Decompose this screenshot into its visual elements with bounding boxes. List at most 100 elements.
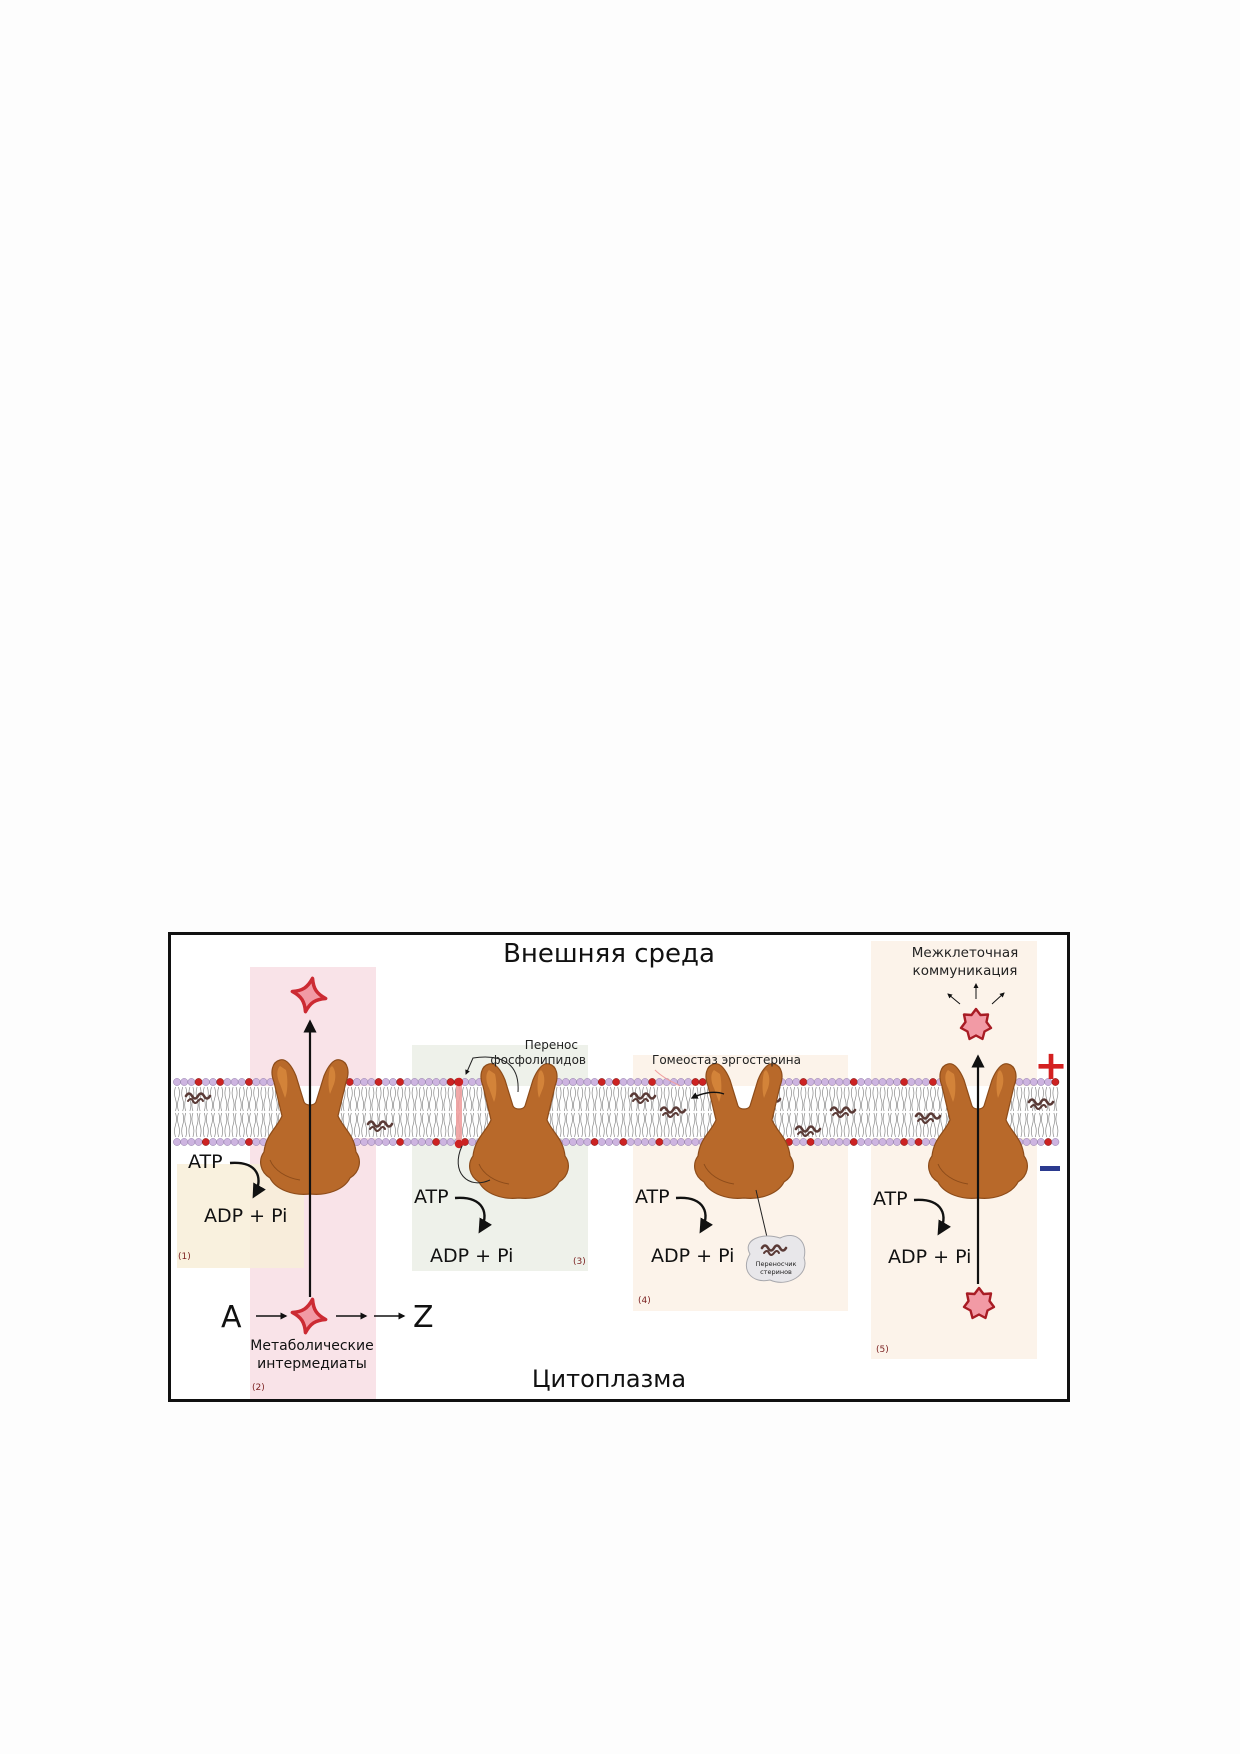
lipid-head xyxy=(849,1078,858,1086)
sterol-carrier-line1: Переносчик xyxy=(756,1260,797,1268)
lipid-head xyxy=(468,1138,477,1146)
lipid-head xyxy=(835,1138,844,1146)
lipid-head xyxy=(929,1078,937,1086)
lipid-head xyxy=(813,1138,822,1146)
ergosterol-arrow xyxy=(690,1091,725,1099)
lipid-head xyxy=(446,1138,455,1146)
lipid-head xyxy=(230,1078,239,1086)
lipid-head xyxy=(885,1138,894,1146)
lipid-head xyxy=(245,1138,253,1146)
panel-5-number: (5) xyxy=(876,1345,889,1355)
lipid-head xyxy=(173,1078,181,1086)
lipid-head xyxy=(381,1138,390,1146)
lipid-head xyxy=(446,1078,455,1086)
lipid-head xyxy=(209,1078,217,1086)
lipid-head xyxy=(821,1138,829,1146)
lipid-head xyxy=(381,1078,390,1086)
lipid-head xyxy=(569,1078,577,1086)
lipid-head xyxy=(1051,1138,1060,1146)
lipid-head xyxy=(626,1138,635,1146)
lipid-head xyxy=(201,1078,210,1086)
abc-transporter-diagram: Внешняя среда Цитоплазма + − ATP ADP + P… xyxy=(168,932,1070,1402)
lipid-head xyxy=(252,1078,261,1086)
panel-4-number: (4) xyxy=(638,1296,651,1306)
lipid-head xyxy=(353,1078,361,1086)
lipid-head xyxy=(432,1138,441,1146)
adp-label-4: ADP + Pi xyxy=(651,1245,734,1267)
lipid-head xyxy=(389,1078,397,1086)
lipid-head xyxy=(439,1078,448,1086)
lipid-head xyxy=(173,1138,181,1146)
lipid-head xyxy=(410,1078,419,1086)
lipid-head xyxy=(245,1078,253,1086)
polarity-minus xyxy=(1040,1166,1060,1171)
metabolic-intermediates-line1: Метаболические xyxy=(250,1338,373,1354)
lipid-head xyxy=(583,1078,592,1086)
lipid-head xyxy=(641,1078,649,1086)
lipid-head xyxy=(1044,1138,1053,1146)
lipid-head xyxy=(1022,1138,1031,1146)
lipid-head xyxy=(561,1138,570,1146)
lipid-head xyxy=(360,1078,369,1086)
cytoplasm-label: Цитоплазма xyxy=(532,1365,686,1393)
chain-end-label: Z xyxy=(413,1300,434,1335)
lipid-head xyxy=(389,1138,397,1146)
lipid-head xyxy=(677,1078,685,1086)
lipid-head xyxy=(799,1138,808,1146)
lipid-head xyxy=(641,1138,649,1146)
lipid-head xyxy=(655,1078,664,1086)
lipid-head xyxy=(1037,1138,1045,1146)
lipid-head xyxy=(223,1138,232,1146)
lipid-head xyxy=(237,1078,246,1086)
atp-arrow-1 xyxy=(229,1161,266,1199)
lipid-head xyxy=(835,1078,844,1086)
lipid-head xyxy=(857,1078,865,1086)
lipid-head xyxy=(813,1078,822,1086)
lipid-head xyxy=(626,1078,635,1086)
lipid-head xyxy=(878,1078,887,1086)
lipid-head xyxy=(921,1078,930,1086)
lipid-head xyxy=(1015,1078,1024,1086)
lipid-head xyxy=(194,1078,203,1086)
lipid-head xyxy=(612,1138,621,1146)
lipid-head xyxy=(432,1078,441,1086)
lipid-head xyxy=(842,1138,851,1146)
lipid-head xyxy=(684,1078,693,1086)
lipid-head xyxy=(828,1078,837,1086)
lipid-head xyxy=(612,1078,621,1086)
flipping-lipid-head-bottom xyxy=(454,1139,464,1149)
lipid-head xyxy=(605,1138,613,1146)
panel-2-number: (2) xyxy=(252,1383,265,1393)
lipid-head xyxy=(871,1138,880,1146)
atp-label-4: ATP xyxy=(635,1186,670,1208)
intercellular-communication-line2: коммуникация xyxy=(913,963,1018,979)
lipid-head xyxy=(374,1138,383,1146)
lipid-head xyxy=(187,1078,196,1086)
panel-1-number: (1) xyxy=(178,1252,191,1262)
lipid-head xyxy=(806,1138,815,1146)
lipid-head xyxy=(194,1138,203,1146)
lipid-head xyxy=(857,1138,865,1146)
lipid-head xyxy=(223,1078,232,1086)
lipid-head xyxy=(914,1138,923,1146)
lipid-head xyxy=(907,1138,916,1146)
sterol-carrier-line2: стеринов xyxy=(760,1268,792,1276)
lipid-head xyxy=(691,1078,700,1086)
lipid-head xyxy=(662,1078,671,1086)
lipid-head xyxy=(403,1138,412,1146)
lipid-head xyxy=(237,1138,246,1146)
lipid-head xyxy=(569,1138,577,1146)
lipid-head xyxy=(180,1138,189,1146)
chain-start-label: A xyxy=(221,1300,242,1335)
lipid-head xyxy=(669,1138,678,1146)
flipping-lipid-head-top xyxy=(454,1077,464,1087)
lipid-head xyxy=(893,1138,901,1146)
lipid-head xyxy=(216,1138,225,1146)
ergosterol-homeostasis-label: Гомеостаз эргостерина xyxy=(652,1053,801,1067)
lipid-head xyxy=(691,1138,700,1146)
lipid-head xyxy=(878,1138,887,1146)
lipid-head xyxy=(252,1138,261,1146)
lipid-head xyxy=(410,1138,419,1146)
diffusion-arrow-right xyxy=(991,992,1005,1005)
lipid-head xyxy=(590,1138,599,1146)
